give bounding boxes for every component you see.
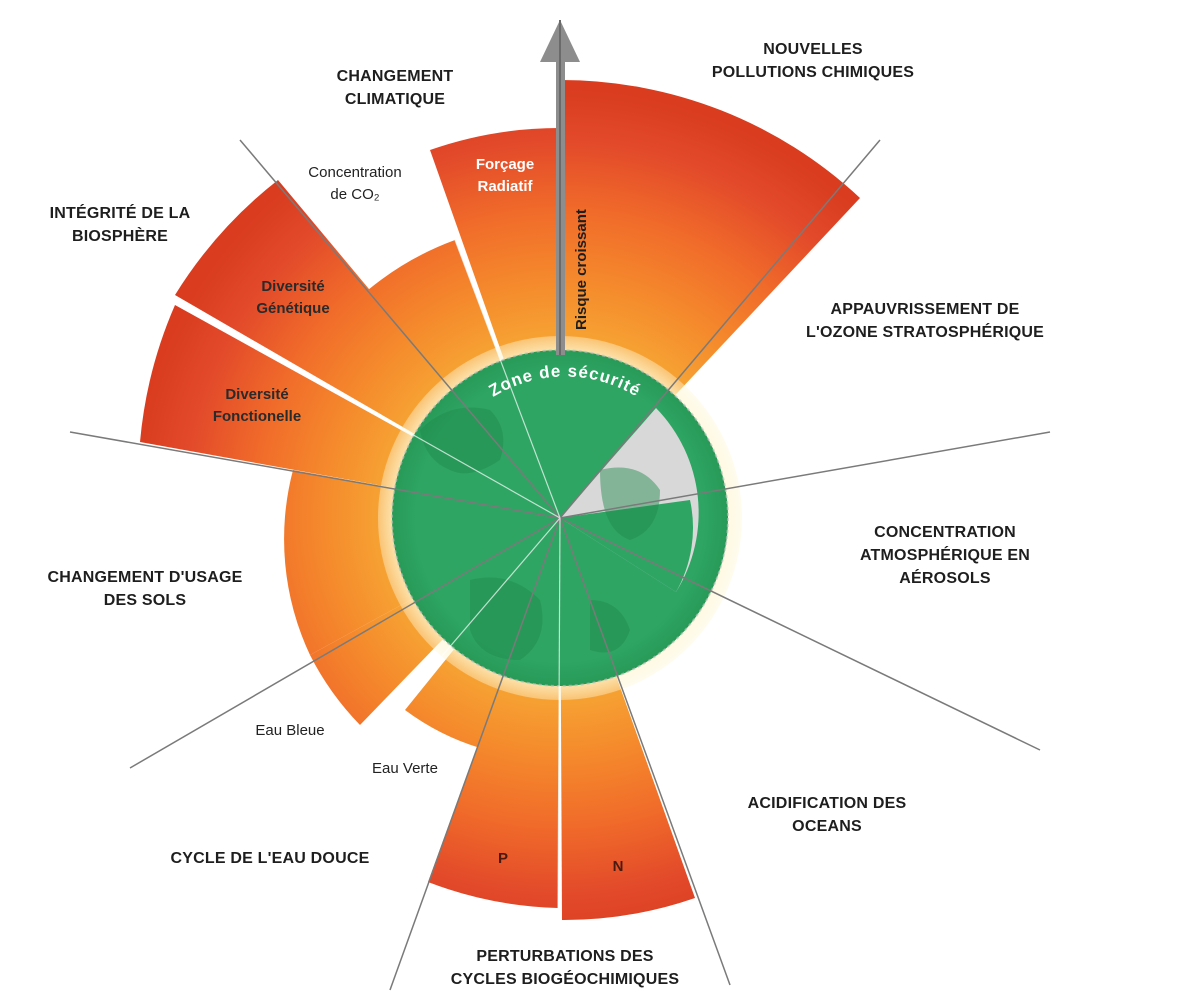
sub-label-diversite-genetique: Diversité Génétique <box>256 278 330 317</box>
category-ozone: APPAUVRISSEMENT DE L'OZONE STRATOSPHÉRIQ… <box>805 301 1045 341</box>
sub-label-forcage: Forçage Radiatif <box>475 156 535 195</box>
sub-label-phosphore: P <box>497 850 508 867</box>
category-climat: CHANGEMENT CLIMATIQUE <box>336 68 454 108</box>
sub-label-eau-verte: Eau Verte <box>372 760 438 777</box>
risk-arrow <box>540 20 580 355</box>
arrow-label: Risque croissant <box>573 209 590 330</box>
safe-zone-cover <box>560 500 693 592</box>
world-map <box>420 407 660 660</box>
sub-label-eau-bleue: Eau Bleue <box>255 722 325 739</box>
sub-divider-lines <box>174 239 561 911</box>
category-biosphere: INTÉGRITÉ DE LA BIOSPHÈRE <box>49 205 191 245</box>
category-usage-sols: CHANGEMENT D'USAGE DES SOLS <box>47 569 243 609</box>
category-eau-douce: CYCLE DE L'EAU DOUCE <box>170 850 370 867</box>
category-oceans: ACIDIFICATION DES OCEANS <box>747 795 907 835</box>
sub-label-co2: Concentration de CO₂ <box>308 164 402 203</box>
category-aerosols: CONCENTRATION ATMOSPHÉRIQUE EN AÉROSOLS <box>859 524 1031 587</box>
safe-zone-ring <box>391 349 729 687</box>
category-biogeochimiques: PERTURBATIONS DES CYCLES BIOGÉOCHIMIQUES <box>450 948 680 988</box>
sub-label-diversite-fonctionnelle: Diversité Fonctionelle <box>212 386 302 425</box>
sub-label-azote: N <box>612 858 624 875</box>
category-nouvelles-pollutions: NOUVELLES POLLUTIONS CHIMIQUES <box>711 41 915 81</box>
divider-lines <box>69 139 1051 991</box>
